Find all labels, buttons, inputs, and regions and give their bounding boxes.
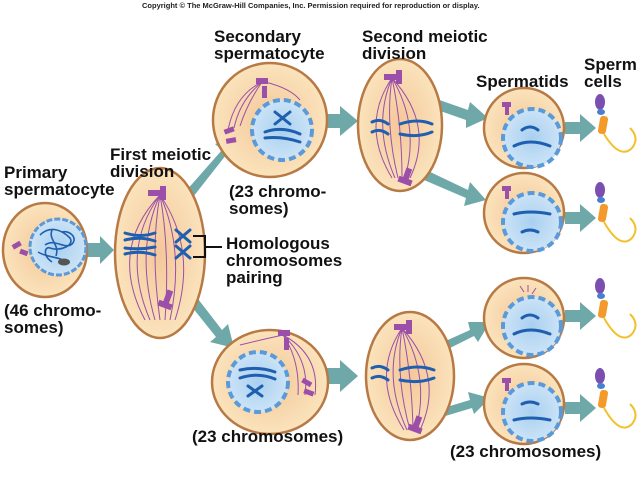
homologous-bracket xyxy=(193,235,222,258)
sperm-cell-3 xyxy=(595,278,637,339)
sperm-cell-4 xyxy=(595,368,637,429)
label-secondary-spermatocyte: Secondary spermatocyte xyxy=(214,27,325,63)
chromosomes xyxy=(370,364,436,384)
arrow-spermatid-1-to-sperm xyxy=(565,114,596,142)
arrow-spermatid-2-to-sperm xyxy=(565,204,596,232)
primary-spermatocyte-cell xyxy=(1,201,89,299)
copyright-notice: Copyright © The McGraw-Hill Companies, I… xyxy=(142,1,480,10)
second-division-top xyxy=(356,57,444,193)
arrow-spermatid-4-to-sperm xyxy=(565,394,596,422)
secondary-spermatocyte-top xyxy=(211,61,329,179)
nucleus xyxy=(28,217,88,277)
arrow-second-top-to-spermatid-1 xyxy=(426,96,488,128)
label-secondary-bottom-chromosome-count: (23 chromosomes) xyxy=(192,427,344,446)
spermatid-2 xyxy=(482,171,566,255)
chromosomes xyxy=(238,366,277,398)
spermatid-1 xyxy=(482,86,566,170)
first-division-cell xyxy=(113,166,207,340)
label-spermatid-chromosome-count: (23 chromosomes) xyxy=(450,442,602,461)
label-first-meiotic-division: First meiotic division xyxy=(110,145,212,181)
spindle-fibers xyxy=(375,77,420,179)
label-second-meiotic-division: Second meiotic division xyxy=(362,27,488,63)
sperm-cell-2 xyxy=(595,182,637,243)
chromosomes xyxy=(370,118,434,138)
sperm-cell-1 xyxy=(595,94,637,153)
label-primary-spermatocyte: Primary spermatocyte xyxy=(4,163,115,199)
arrow-secondary-top-to-second xyxy=(325,106,358,136)
spermatid-3 xyxy=(482,276,566,360)
nucleolus xyxy=(58,258,70,266)
arrow-second-top-to-spermatid-2 xyxy=(424,170,486,206)
arrow-primary-to-first xyxy=(86,236,114,264)
spindle-fibers xyxy=(227,81,301,131)
centrosome xyxy=(11,240,29,257)
chromosomes xyxy=(123,228,192,260)
arrow-secondary-bottom-to-second xyxy=(323,360,358,392)
label-sperm-cells: Sperm cells xyxy=(584,55,637,91)
spindle-fibers xyxy=(386,327,430,431)
chromosomes xyxy=(263,110,302,144)
secondary-spermatocyte-bottom xyxy=(210,328,330,436)
second-division-bottom xyxy=(364,310,456,442)
label-spermatids: Spermatids xyxy=(476,72,569,91)
arrow-spermatid-3-to-sperm xyxy=(565,302,596,330)
spermatid-4 xyxy=(482,362,566,446)
label-homologous-pairing: Homologous chromosomes pairing xyxy=(226,234,343,287)
label-primary-chromosome-count: (46 chromo- somes) xyxy=(4,301,102,337)
label-secondary-top-chromosome-count: (23 chromo- somes) xyxy=(229,182,327,218)
